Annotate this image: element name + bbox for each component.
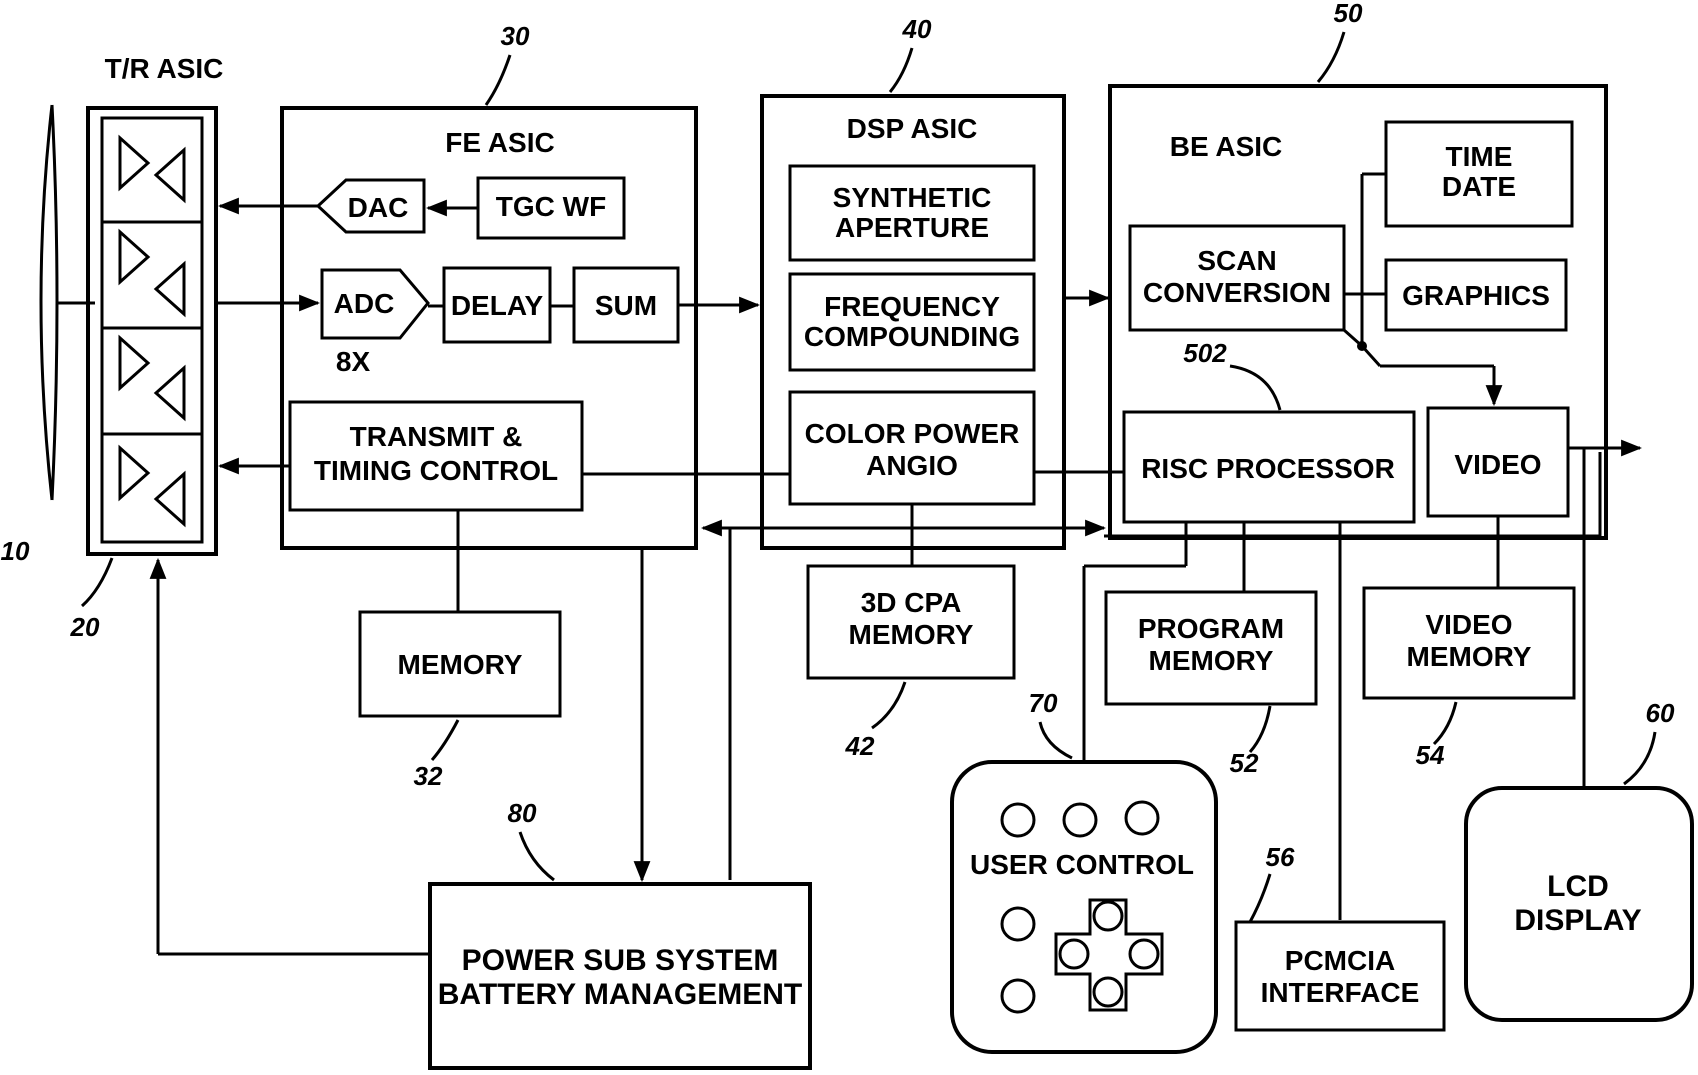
user-control-label: USER CONTROL [970,849,1194,880]
tr-switch-icon-3 [120,338,184,418]
pcmcia-label-line2: INTERFACE [1261,977,1420,1008]
3d-cpa-label-line1: 3D CPA [861,587,962,618]
control-button-icon [1002,804,1034,836]
3d-cpa-label-line2: MEMORY [849,619,974,650]
synthetic-label-line1: SYNTHETIC [833,182,992,213]
ref-leader-20 [82,558,112,606]
ref-label-40: 40 [902,14,932,44]
ref-label-52: 52 [1230,748,1259,778]
video-memory-label-line2: MEMORY [1407,641,1532,672]
adc-multiplicity: 8X [336,346,371,377]
risc-label: RISC PROCESSOR [1141,453,1395,484]
ref-leader-56 [1250,874,1270,922]
directional-pad-icon [1056,900,1162,1010]
sum-label: SUM [595,290,657,321]
ref-leader-502 [1230,366,1280,410]
ref-label-56: 56 [1266,842,1295,872]
ref-leader-54 [1434,702,1456,744]
ref-label-30: 30 [501,21,530,51]
delay-label: DELAY [451,290,544,321]
frequency-label-line2: COMPOUNDING [804,321,1020,352]
frequency-label-line1: FREQUENCY [824,291,1000,322]
synthetic-label-line2: APERTURE [835,212,989,243]
ref-leader-60 [1624,732,1655,784]
tr-switch-icon-1 [120,138,184,200]
scan-label-line2: CONVERSION [1143,277,1331,308]
ref-label-70: 70 [1029,688,1058,718]
fe-memory-label: MEMORY [398,649,523,680]
ref-leader-30 [486,55,510,105]
control-button-icon [1002,980,1034,1012]
control-button-icon [1002,908,1034,940]
video-memory-label-line1: VIDEO [1425,609,1512,640]
lcd-label-line1: LCD [1547,870,1609,903]
be-asic-title: BE ASIC [1170,131,1283,162]
fe-asic-title: FE ASIC [445,127,554,158]
ref-label-60: 60 [1646,698,1675,728]
tr-switch-icon-4 [120,448,184,524]
graphics-label: GRAPHICS [1402,280,1550,311]
ref-leader-42 [872,682,905,728]
ref-leader-70 [1040,722,1072,758]
ref-leader-32 [432,720,458,760]
tr-asic-title: T/R ASIC [105,53,224,84]
pcmcia-label-line1: PCMCIA [1285,945,1395,976]
program-memory-label-line1: PROGRAM [1138,613,1284,644]
control-button-icon [1126,802,1158,834]
tr-switch-icon-2 [120,232,184,314]
date-label: DATE [1442,171,1516,202]
ref-label-54: 54 [1416,740,1445,770]
ref-leader-80 [520,832,554,880]
tr-asic-block [88,108,216,554]
ref-label-10: 10 [1,536,30,566]
ref-label-80: 80 [508,798,537,828]
ref-leader-50 [1318,32,1344,82]
scan-label-line1: SCAN [1197,245,1276,276]
ref-label-50: 50 [1334,0,1363,28]
transmit-label-line1: TRANSMIT & [350,421,523,452]
ref-leader-40 [890,48,912,92]
program-memory-label-line2: MEMORY [1149,645,1274,676]
transmit-label-line2: TIMING CONTROL [314,455,558,486]
control-button-icon [1064,804,1096,836]
power-label-line2: BATTERY MANAGEMENT [438,978,802,1011]
tgc-wf-label: TGC WF [496,191,606,222]
ref-label-42: 42 [845,731,875,761]
video-label: VIDEO [1454,449,1541,480]
ref-label-20: 20 [70,612,100,642]
cpa-label-line2: ANGIO [866,450,958,481]
dsp-asic-title: DSP ASIC [847,113,978,144]
ref-leader-52 [1250,706,1270,752]
ref-label-32: 32 [414,761,443,791]
user-control-buttons [1002,802,1158,1012]
ref-label-502: 502 [1183,338,1227,368]
dac-label: DAC [348,192,409,223]
pcmcia-interface-block [1236,922,1444,1030]
adc-label: ADC [334,288,395,319]
power-label-line1: POWER SUB SYSTEM [462,944,779,977]
lcd-label-line2: DISPLAY [1514,904,1641,937]
time-label: TIME [1446,141,1513,172]
cpa-label-line1: COLOR POWER [805,418,1020,449]
